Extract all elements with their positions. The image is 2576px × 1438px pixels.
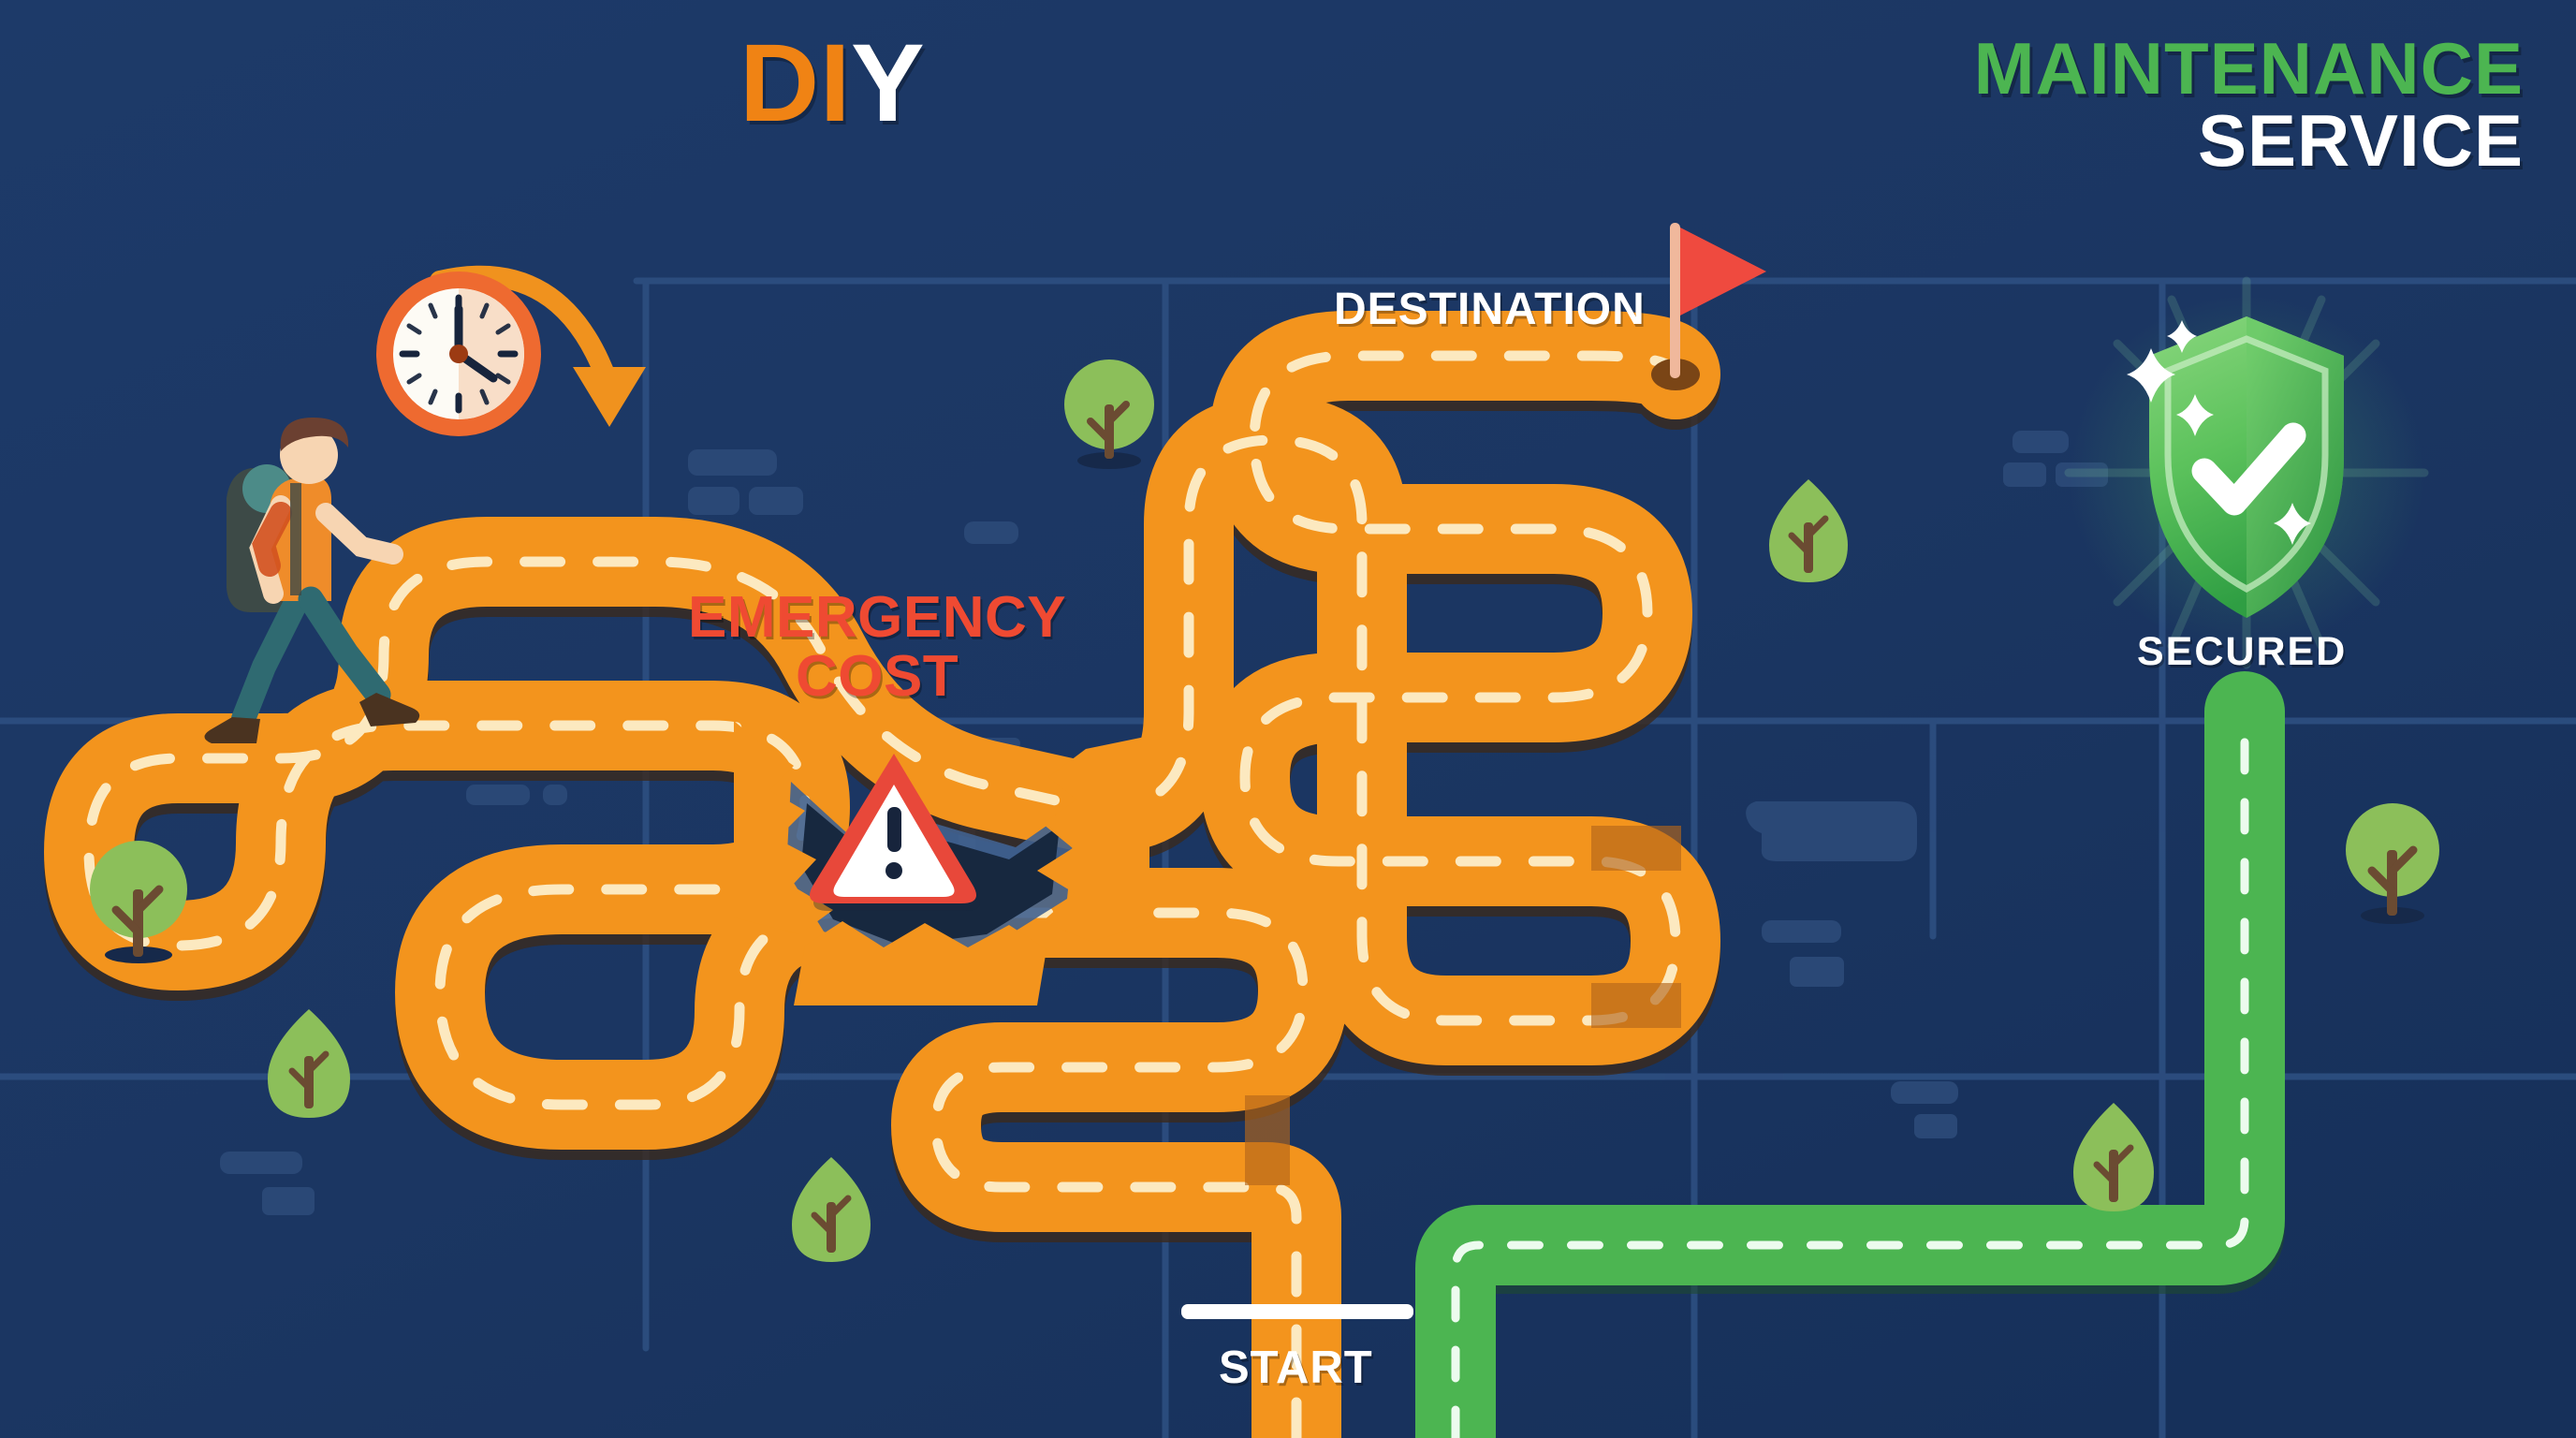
title-diy-white: Y [851,22,926,145]
label-emergency-cost: EMERGENCY COST [688,585,1067,710]
label-emergency-line1: EMERGENCY [688,585,1067,650]
road-overpass-bands [1245,826,1681,1185]
tree-teardrop-1 [1769,479,1848,582]
label-secured: SECURED [2137,629,2348,674]
sparkle-icons [2127,320,2311,545]
tree-teardrop-4 [2073,1103,2154,1211]
title-maintenance: MAINTENANCE [1973,27,2524,110]
page-title-maintenance-service: MAINTENANCE SERVICE [1973,27,2524,182]
tree-teardrop-2 [268,1009,350,1118]
diy-road [44,311,1720,1438]
label-emergency-line2: COST [795,644,959,710]
secured-shield-icon [2064,276,2429,669]
label-start: START [1219,1343,1373,1393]
clock-icon [376,271,541,436]
start-line-marker [1181,1304,1413,1319]
tree-teardrop-3 [792,1157,871,1262]
label-destination: DESTINATION [1334,285,1646,334]
hiker-icon [204,418,420,743]
title-service: SERVICE [2197,98,2524,182]
maintenance-service-road [1415,671,2285,1438]
warning-triangle-icon [810,754,980,911]
tree-round-2 [90,841,187,963]
tree-round-1 [1064,360,1154,469]
tree-round-3 [2346,803,2439,924]
destination-flag-icon [1670,223,1766,378]
page-title-diy: DIY [739,28,925,139]
title-diy-orange: DI [739,22,851,145]
